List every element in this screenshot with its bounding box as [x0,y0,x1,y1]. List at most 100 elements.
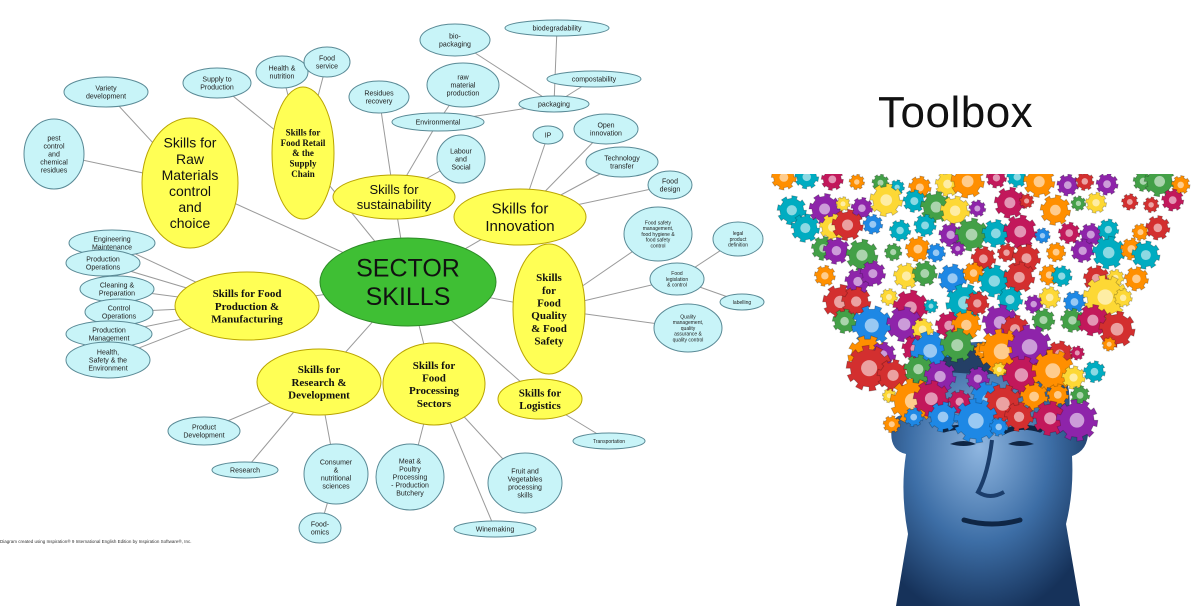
gear-icon [1170,175,1191,195]
leaf-node-food-legislation-control-label: & control [667,283,687,289]
leaf-node-production-operations-label: Operations [86,264,121,271]
gear-icon [1082,360,1106,384]
gear-icon [1101,336,1117,352]
gear-icon [991,361,1007,378]
category-node-prod-label: Production & [215,301,279,313]
leaf-node-fruit-and-vegetables-processing-skills-shape [487,452,563,514]
leaf-node-environmental: Environmental [391,112,485,132]
leaf-node-variety-development-label: development [86,93,126,100]
gear-icon [996,242,1017,263]
gear-icon [1061,365,1086,390]
leaf-node-food-service-label: Food [319,55,335,62]
category-node-rnd-label: Research & [291,377,346,389]
category-node-proc-label: Processing [409,385,459,397]
leaf-node-consumer-nutritional-sciences-shape [303,443,369,505]
leaf-node-engineering-maintenance-label: Engineering [93,236,130,243]
category-node-retail-label: & the [292,148,314,158]
leaf-node-food-design-label: Food [662,178,678,185]
connector-line [553,27,558,105]
category-node-retail-label: Chain [291,169,315,179]
gear-icon [913,213,937,238]
leaf-node-labour-and-social-shape [436,134,486,184]
category-node-rnd-label: Skills for [298,364,341,376]
category-node-innov-label: Innovation [485,218,554,235]
leaf-node-consumer-nutritional-sciences-label: Consumer [320,459,353,466]
leaf-node-product-development-shape [167,416,241,446]
leaf-node-pest-control-and-chemical-residues-label: and [48,151,60,158]
leaf-node-food-legislation-control-shape [649,262,705,296]
category-node-innov-shape [453,188,587,246]
leaf-node-pest-control-and-chemical-residues-label: pest [47,135,60,142]
gear-icon [1091,235,1126,270]
leaf-node-fruit-and-vegetables-processing-skills-label: skills [517,493,533,500]
leaf-node-food-omics: Food-omics [298,512,342,544]
category-node-innov-label: Skills for [492,201,549,218]
gear-icon [845,238,879,272]
leaf-node-quality-management-quality-assurance-quality-control-shape [653,303,723,353]
leaf-node-technology-transfer-label: transfer [610,163,634,170]
leaf-node-meat-poultry-processing-production-butchery-label: Butchery [396,491,424,498]
leaf-node-open-innovation-label: Open [597,122,614,129]
gear-icon [1022,174,1056,198]
gear-icon [1085,191,1108,214]
category-node-quality-label: Safety [534,335,564,347]
category-node-rnd-shape [256,348,382,416]
category-node-sust-label: Skills for [369,182,419,197]
category-node-raw-label: Materials [162,167,219,183]
leaf-node-winemaking-label: Winemaking [476,526,515,533]
leaf-node-biodegradability-label: biodegradability [532,25,582,32]
center-node-sector-skills-label: SECTOR [356,254,460,282]
leaf-node-ip-shape [532,125,564,145]
leaf-node-variety-development-shape [63,76,149,108]
leaf-node-meat-poultry-processing-production-butchery-label: Meat & [399,458,422,465]
leaf-node-health-nutrition-label: nutrition [270,73,295,80]
leaf-node-food-safety-management-food-hygiene-food-safety-control-shape [623,206,693,262]
leaf-node-meat-poultry-processing-production-butchery-shape [375,443,445,511]
category-node-raw-shape [141,117,239,249]
leaf-node-labelling-shape [719,293,765,311]
leaf-node-supply-to-production-label: Supply to [202,76,231,83]
category-node-retail-label: Food Retail [281,138,326,148]
leaf-node-pest-control-and-chemical-residues-label: residues [41,168,68,175]
gear-icon [835,196,851,212]
leaf-node-research-shape [211,461,279,479]
leaf-node-food-service-label: service [316,63,338,70]
gear-icon [822,236,851,265]
leaf-node-cleaning-preparation-label: Cleaning & [100,282,135,289]
category-node-retail-shape [271,86,335,220]
gear-icon [939,327,975,363]
center-node-sector-skills-label: SKILLS [366,283,451,311]
gear-icon [1003,401,1035,432]
leaf-node-fruit-and-vegetables-processing-skills-label: Fruit and [511,468,539,475]
category-node-retail-label: Supply [289,159,317,169]
gear-icon [1031,308,1056,332]
leaf-node-compostability-shape [546,70,642,88]
leaf-node-legal-product-definition-label: definition [728,243,748,249]
leaf-node-pest-control-and-chemical-residues-shape [23,118,85,190]
category-node-rnd-label: Development [288,390,350,402]
gear-icon [1113,288,1133,308]
leaf-node-fruit-and-vegetables-processing-skills-label: Vegetables [508,476,543,483]
mind-map-nodes: Varietydevelopmentpestcontrolandchemical… [23,19,765,544]
category-node-quality-label: for [542,285,556,297]
gear-icon [981,218,1011,248]
leaf-node-food-design-label: design [660,186,681,193]
leaf-node-health-nutrition: Health &nutrition [255,55,309,89]
leaf-node-legal-product-definition-label: product [730,237,747,243]
